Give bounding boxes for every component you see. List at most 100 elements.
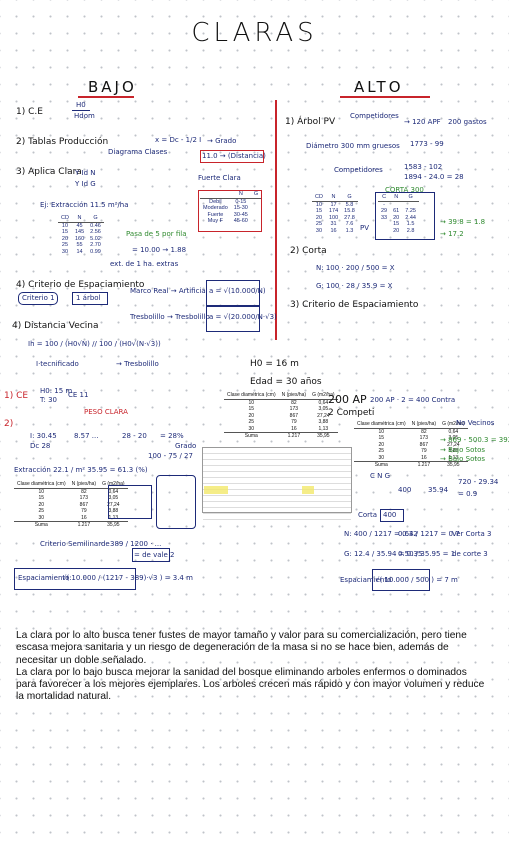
cdng-cell: 5.02: [90, 235, 101, 242]
alto-comp-val-b: 1894 - 24.0 = 28: [404, 173, 464, 181]
alto-competidores: Competidores: [350, 112, 399, 120]
lr-table-header: N (pies/ha): [408, 421, 440, 429]
ce-label: 1) CE: [4, 391, 29, 401]
grade-table-cell: 15-30: [233, 205, 248, 211]
grade-table-header: N: [230, 191, 251, 199]
ll-table-sum: Suma: [14, 521, 69, 529]
alto-competidores-2: Competidores: [334, 166, 383, 174]
lr-table-cell: 1,13: [448, 454, 459, 461]
formula-box-tresbolillo: [206, 306, 260, 332]
alto-item-3: 3) Criterio de Espaciamiento: [290, 300, 419, 310]
cdng-header: G: [87, 215, 104, 223]
lr-table-cell: 3,05: [448, 435, 459, 441]
alto-cdng-cell: 25: [315, 221, 323, 227]
corta-value: 400: [383, 511, 397, 519]
cdng-header: CD: [58, 215, 72, 223]
center-table-sum: Suma: [224, 432, 279, 440]
criterio-bubble: [18, 292, 58, 305]
center-table-cell: 79: [291, 419, 297, 425]
pasa-value: = 10.00 → 1.88: [132, 246, 187, 254]
competi-label: 2 Competi: [328, 408, 375, 418]
alto-cgn-box: [375, 192, 435, 240]
alto-cdng-cell: 15.8: [344, 208, 355, 214]
grade-table-cell: Muy F: [207, 218, 224, 224]
center-table-cell: 82: [291, 399, 297, 406]
column-divider: [275, 100, 277, 340]
center-table-cell: 16: [291, 425, 297, 432]
alto-diametro-val: 1773 - 99: [410, 140, 444, 148]
lower-right-table: Clase diamétrica (cm)N (pies/ha)G (m2/ha…: [354, 421, 468, 469]
alto-cdng-cell: 16: [330, 227, 337, 234]
lr-table-cell: 16: [421, 454, 427, 461]
lr-table-cell: 3,88: [448, 448, 459, 454]
alto-cgn-cell: 1.5: [406, 221, 415, 227]
bajo-item-3-n: Y Id N: [75, 169, 96, 177]
eq-a: → 869 - 500.3 = 392: [440, 436, 509, 444]
alto-green-a: → 39.8 = 1.8: [440, 218, 486, 226]
center-table-cell: 10: [248, 399, 255, 406]
fraction-bar: [72, 110, 90, 111]
ih-tecnificado: I·tecnificado: [36, 360, 79, 368]
alto-cdng-cell: 17: [330, 201, 337, 208]
bajo-item-1-denominator: Hdom: [74, 112, 95, 120]
alto-cdng-cell: 30: [315, 227, 323, 234]
alto-cdng-cell: 7.6: [345, 221, 354, 227]
alto-cgn-cell: [378, 228, 390, 235]
cdng-cell: 2.70: [90, 242, 101, 248]
cdng-cell: 55: [76, 242, 83, 248]
formula-marco: a = √(10.000/N): [209, 287, 266, 295]
criterio-1: Criterio 1: [22, 294, 55, 302]
esp-left-label: Espaciamiento:: [18, 574, 72, 582]
center-table-cell: 27,24: [317, 412, 330, 419]
ll-table-cell: 1,13: [108, 514, 119, 521]
g-fraction: G: 12.4 / 35.94 = 0.35: [344, 550, 423, 558]
lr-table-header: G (m2/ha): [439, 421, 468, 429]
center-table-cell: 30: [248, 425, 255, 432]
distance-box: [200, 150, 264, 163]
row-grado: Grado: [175, 442, 197, 450]
alto-cdng-cell: 27.8: [344, 214, 355, 221]
column-heading-bajo: BAJO: [88, 78, 137, 96]
grade-table-cell: Fuerte: [207, 211, 224, 218]
center-table-header: N (pies/ha): [278, 392, 310, 400]
calc-bubble: [156, 475, 196, 529]
criterio-semilinarde: Criterio Semilinarde: [40, 540, 110, 548]
alto-cgn-cell: 29: [381, 208, 388, 214]
peso-clara: PESO CLARA: [84, 408, 128, 416]
bajo-item-2-diagram: Diagrama Clases: [108, 148, 168, 156]
ll-table-cell: 0,64: [108, 488, 119, 495]
lr-table-sum: 35,95: [439, 461, 468, 469]
cdng-cell: 160: [74, 235, 85, 242]
bajo-item-3-g: Y Id G: [75, 180, 96, 188]
note-paragraph-bajo: La clara por lo bajo busca mejorar la sa…: [16, 666, 485, 703]
ll-table-cell: 79: [81, 508, 87, 514]
lr-table-cell: 82: [421, 428, 427, 435]
center-table-cell: 0,64: [318, 399, 329, 406]
g-fraction-b: 0.50 / 35.95 = 1: [398, 550, 456, 558]
alto-apf: → 120 APF: [404, 118, 441, 126]
alto-gastos: 200 gastos: [448, 118, 487, 126]
ll-table-cell: 3,88: [108, 508, 119, 514]
ll-table-header: N (pies/ha): [68, 481, 100, 489]
no-vecinos: No Vecinos: [456, 419, 495, 427]
cdng-cell: 15: [61, 229, 69, 235]
grade-table-cell: 0-15: [235, 198, 247, 205]
ll-table-cell: 10: [38, 488, 45, 495]
extraccion: Extracción 22.1 / m² 35.95 = 61.3 (%): [14, 466, 148, 474]
bajo-item-4: 4) Criterio de Espaciamiento: [16, 280, 145, 290]
lr-table-cell: 25: [378, 448, 385, 454]
esp-left-box: [14, 568, 136, 590]
alto-cgn-cell: 15: [393, 221, 400, 227]
center-table-cell: 3,05: [318, 406, 329, 412]
cdng-cell: 2.56: [90, 229, 101, 235]
edad-value: Edad = 30 años: [250, 377, 322, 387]
cdng-cell: 45: [76, 222, 83, 229]
tresbolillo: Tresbolillo → Tresbolillo: [130, 313, 210, 321]
alto-diametro: Diámetro 300 mm gruesos: [306, 142, 400, 150]
cdng-header: N: [71, 215, 88, 223]
esp-left-formula: √( 10.000 / (1217 - 389)·√3 ) = 3.4 m: [62, 574, 193, 582]
alto-cgn-cell: 33: [381, 214, 388, 221]
lr-table-header: Clase diamétrica (cm): [354, 421, 409, 429]
center-table-cell: 867: [289, 412, 299, 419]
fuerte-clara: Fuerte Clara: [198, 174, 241, 182]
